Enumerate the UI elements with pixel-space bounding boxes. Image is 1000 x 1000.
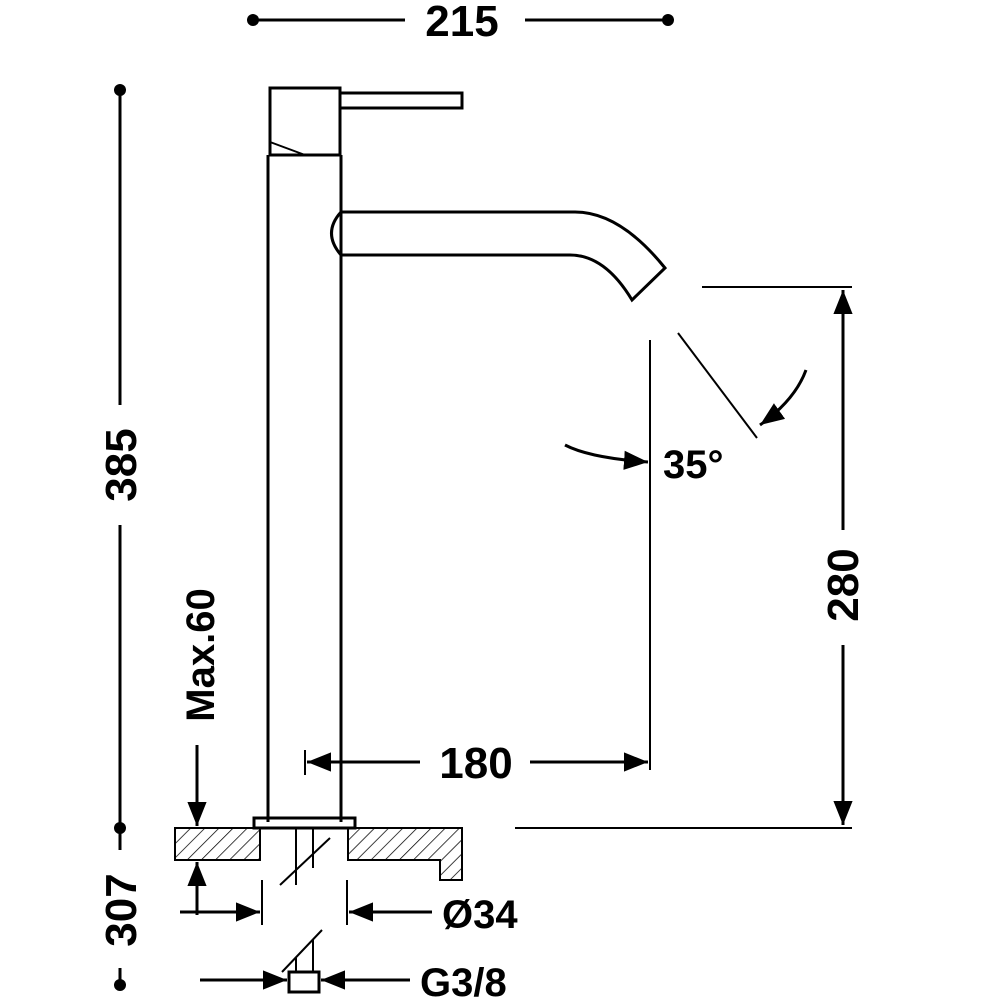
width-dimension: 215 (247, 0, 674, 46)
width-label: 215 (425, 0, 498, 46)
faucet-body (252, 86, 668, 830)
max-counter-dimension: Max.60 (179, 588, 223, 915)
spout-height-dimension: 280 (515, 286, 868, 829)
supply-connection (279, 828, 331, 994)
hole-diameter-label: Ø34 (442, 893, 518, 937)
countertop-section (174, 827, 463, 881)
hole-diameter-dimension: Ø34 (180, 880, 518, 937)
height-dimension: 385 (97, 84, 146, 834)
angle-dimension: 35° (564, 332, 808, 487)
reach-label: 180 (439, 739, 512, 788)
below-counter-label: 307 (97, 873, 146, 946)
connection-dimension: G3/8 (200, 961, 507, 1000)
height-label: 385 (97, 428, 146, 501)
angle-label: 35° (663, 443, 724, 487)
reach-dimension: 180 (304, 340, 651, 788)
max-counter-label: Max.60 (179, 588, 223, 721)
spout-height-label: 280 (819, 548, 868, 621)
connection-label: G3/8 (420, 961, 507, 1000)
below-counter-dimension: 307 (97, 828, 146, 991)
